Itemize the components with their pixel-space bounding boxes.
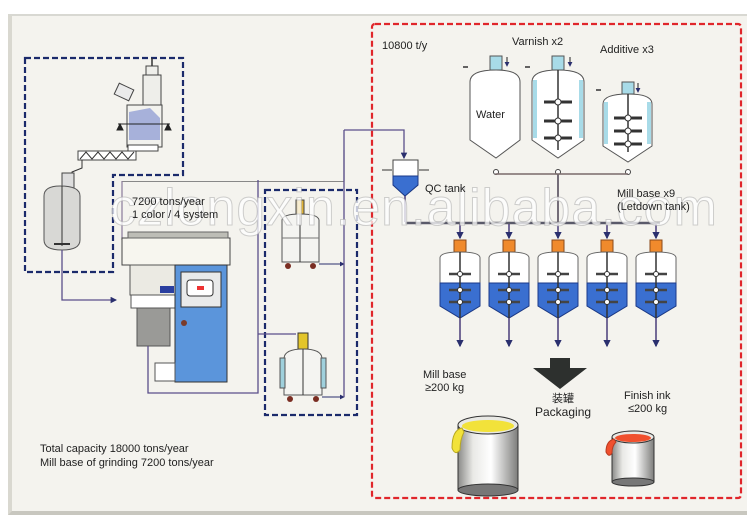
total-capacity-label: Total capacity 18000 tons/year	[40, 443, 189, 455]
letdown-tank-label: (Letdown tank)	[617, 201, 690, 213]
mobile-tank-1	[281, 199, 345, 269]
grinding-system-label: 1 color / 4 system	[132, 209, 219, 221]
mill-base-tanks-label: Mill base x9	[617, 188, 676, 200]
motor-icon	[600, 239, 614, 253]
letdown-tank	[488, 224, 530, 348]
mill-base-output-label: Mill base	[423, 369, 467, 381]
mobile-tank-2	[258, 332, 345, 402]
letdown-section-border	[370, 22, 743, 500]
bead-mill	[121, 180, 259, 394]
mill-base-bucket	[451, 415, 519, 497]
finish-ink-bucket	[605, 430, 655, 487]
screw-conveyor	[71, 150, 137, 178]
letdown-tank	[586, 224, 628, 348]
motor-icon	[502, 239, 516, 253]
finish-ink-label: Finish ink	[624, 390, 671, 402]
additive-tank	[602, 81, 653, 175]
varnish-tank	[531, 55, 585, 175]
letdown-tank	[537, 224, 579, 348]
grinding-capacity-footer: Mill base of grinding 7200 tons/year	[40, 457, 214, 469]
letdown-tank	[439, 224, 481, 348]
letdown-tanks	[439, 224, 677, 348]
qc-tank	[382, 159, 429, 222]
qc-tank-label: QC tank	[425, 183, 466, 195]
additive-label: Additive x3	[600, 44, 654, 56]
packaging-arrow-icon	[533, 358, 587, 389]
mill-base-weight: ≥200 kg	[425, 382, 465, 394]
watermark: czlongxin.en.alibaba.com	[110, 179, 718, 238]
water-tank	[469, 55, 521, 175]
letdown-capacity-label: 10800 t/y	[382, 40, 428, 52]
packaging-cn-label: 装罐	[552, 393, 574, 405]
grinding-capacity-label: 7200 tons/year	[132, 196, 205, 208]
grinding-section-border	[23, 56, 359, 417]
finish-ink-weight: ≤200 kg	[628, 403, 668, 415]
letdown-tank	[635, 224, 677, 348]
motor-icon	[551, 239, 565, 253]
motor-icon	[453, 239, 467, 253]
powder-feeder	[113, 58, 172, 152]
water-tank-label: Water	[476, 109, 505, 121]
premix-tank	[43, 172, 118, 304]
motor-icon	[649, 239, 663, 253]
varnish-label: Varnish x2	[512, 36, 564, 48]
packaging-label: Packaging	[535, 405, 592, 419]
